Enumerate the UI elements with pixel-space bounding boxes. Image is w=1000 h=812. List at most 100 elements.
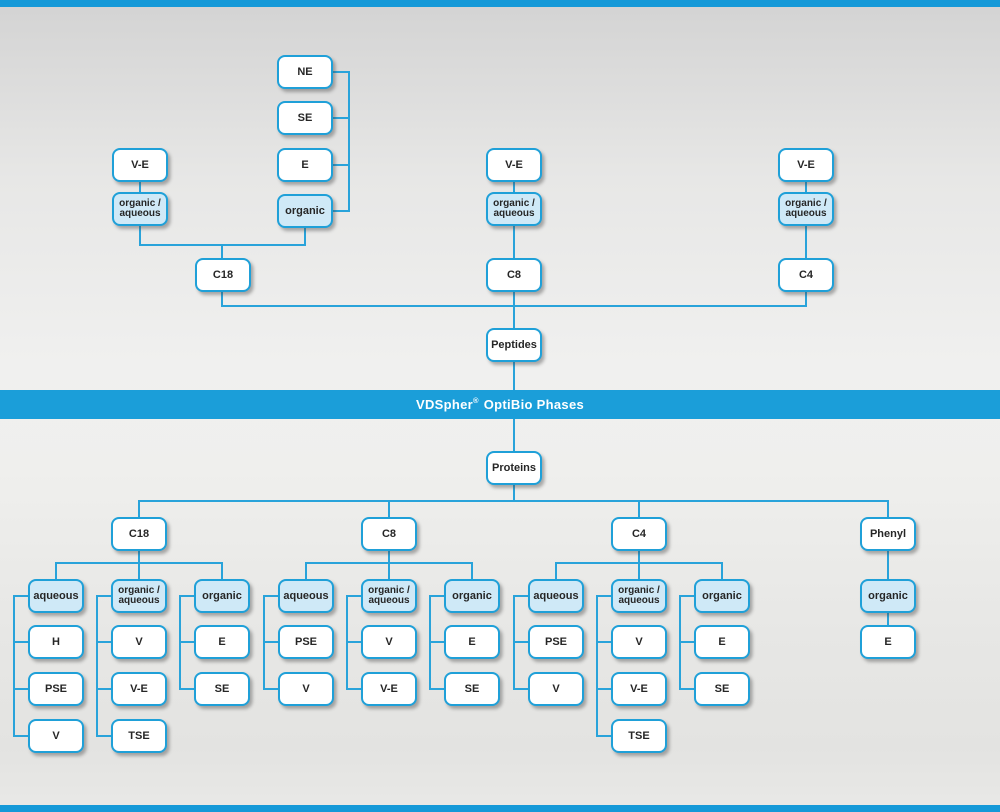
connector xyxy=(887,551,889,579)
node-grade: V-E xyxy=(611,672,667,706)
connector xyxy=(513,688,528,690)
connector xyxy=(96,595,98,737)
node-grade: E xyxy=(194,625,250,659)
connector xyxy=(96,688,111,690)
node-grade: V xyxy=(28,719,84,753)
connector xyxy=(96,641,111,643)
connector xyxy=(555,562,557,579)
connector xyxy=(679,641,694,643)
connector xyxy=(513,292,515,328)
node-grade-ve-c18: V-E xyxy=(112,148,168,182)
node-phase-c18-top: C18 xyxy=(195,258,251,292)
connector xyxy=(263,688,278,690)
node-grade: PSE xyxy=(278,625,334,659)
node-mode-orgaq-c18: organic / aqueous xyxy=(112,192,168,226)
node-mode-organic-c8p: organic xyxy=(444,579,500,613)
node-grade: E xyxy=(444,625,500,659)
connector xyxy=(13,595,28,597)
connector xyxy=(221,562,223,579)
connector xyxy=(332,117,349,119)
connector xyxy=(513,485,515,501)
node-grade: H xyxy=(28,625,84,659)
node-mode-organic-c4p: organic xyxy=(694,579,750,613)
connector xyxy=(429,595,444,597)
connector xyxy=(179,688,194,690)
node-mode-organic-c18p: organic xyxy=(194,579,250,613)
connector xyxy=(138,551,140,564)
title-banner: VDSpher® OptiBio Phases xyxy=(0,390,1000,419)
node-grade: V xyxy=(361,625,417,659)
connector xyxy=(96,735,111,737)
node-grade: TSE xyxy=(111,719,167,753)
node-mode-aqueous-c18: aqueous xyxy=(28,579,84,613)
connector xyxy=(139,182,141,192)
connector xyxy=(332,71,349,73)
node-mode-organic-phenyl: organic xyxy=(860,579,916,613)
node-grade: V-E xyxy=(111,672,167,706)
node-grade-se: SE xyxy=(277,101,333,135)
node-grade-e: E xyxy=(277,148,333,182)
node-grade: TSE xyxy=(611,719,667,753)
connector xyxy=(679,595,694,597)
connector xyxy=(388,551,390,564)
connector xyxy=(55,562,57,579)
banner-rest: OptiBio Phases xyxy=(483,397,585,412)
node-grade: PSE xyxy=(528,625,584,659)
connector xyxy=(887,613,889,625)
node-proteins-root: Proteins xyxy=(486,451,542,485)
node-peptides-root: Peptides xyxy=(486,328,542,362)
connector xyxy=(13,688,28,690)
connector xyxy=(805,292,807,307)
connector xyxy=(139,226,141,246)
node-grade: SE xyxy=(444,672,500,706)
connector xyxy=(332,164,349,166)
connector xyxy=(596,595,611,597)
node-grade: V xyxy=(611,625,667,659)
connector xyxy=(332,210,349,212)
connector xyxy=(596,688,611,690)
connector xyxy=(471,562,473,579)
connector xyxy=(263,641,278,643)
connector xyxy=(513,226,515,258)
node-mode-aqueous-c8: aqueous xyxy=(278,579,334,613)
node-grade: V xyxy=(111,625,167,659)
node-grade: SE xyxy=(194,672,250,706)
node-phase-phenyl: Phenyl xyxy=(860,517,916,551)
bottom-accent-bar xyxy=(0,805,1000,812)
node-phase-c4: C4 xyxy=(611,517,667,551)
connector xyxy=(638,551,640,564)
connector xyxy=(263,595,278,597)
node-phase-c18: C18 xyxy=(111,517,167,551)
node-grade: E xyxy=(694,625,750,659)
node-mode-aqueous-c4: aqueous xyxy=(528,579,584,613)
connector xyxy=(388,562,390,579)
node-mode-orgaq-c8p: organic / aqueous xyxy=(361,579,417,613)
node-grade: V xyxy=(278,672,334,706)
node-grade: V-E xyxy=(361,672,417,706)
connector xyxy=(805,226,807,258)
connector xyxy=(346,595,361,597)
connector xyxy=(596,595,598,737)
connector xyxy=(13,735,28,737)
connector xyxy=(13,595,15,737)
connector xyxy=(346,688,361,690)
connector xyxy=(805,182,807,192)
connector xyxy=(596,641,611,643)
connector xyxy=(679,688,694,690)
connector xyxy=(348,71,350,212)
connector xyxy=(638,500,640,517)
connector xyxy=(596,735,611,737)
node-mode-organic-top: organic xyxy=(277,194,333,228)
connector xyxy=(513,182,515,192)
top-accent-bar xyxy=(0,0,1000,7)
connector xyxy=(429,688,444,690)
connector xyxy=(513,362,515,390)
connector xyxy=(304,228,306,246)
connector xyxy=(429,641,444,643)
connector xyxy=(513,419,515,451)
connector xyxy=(221,244,223,258)
node-mode-orgaq-c4p: organic / aqueous xyxy=(611,579,667,613)
connector xyxy=(138,562,140,579)
node-phase-c8-top: C8 xyxy=(486,258,542,292)
